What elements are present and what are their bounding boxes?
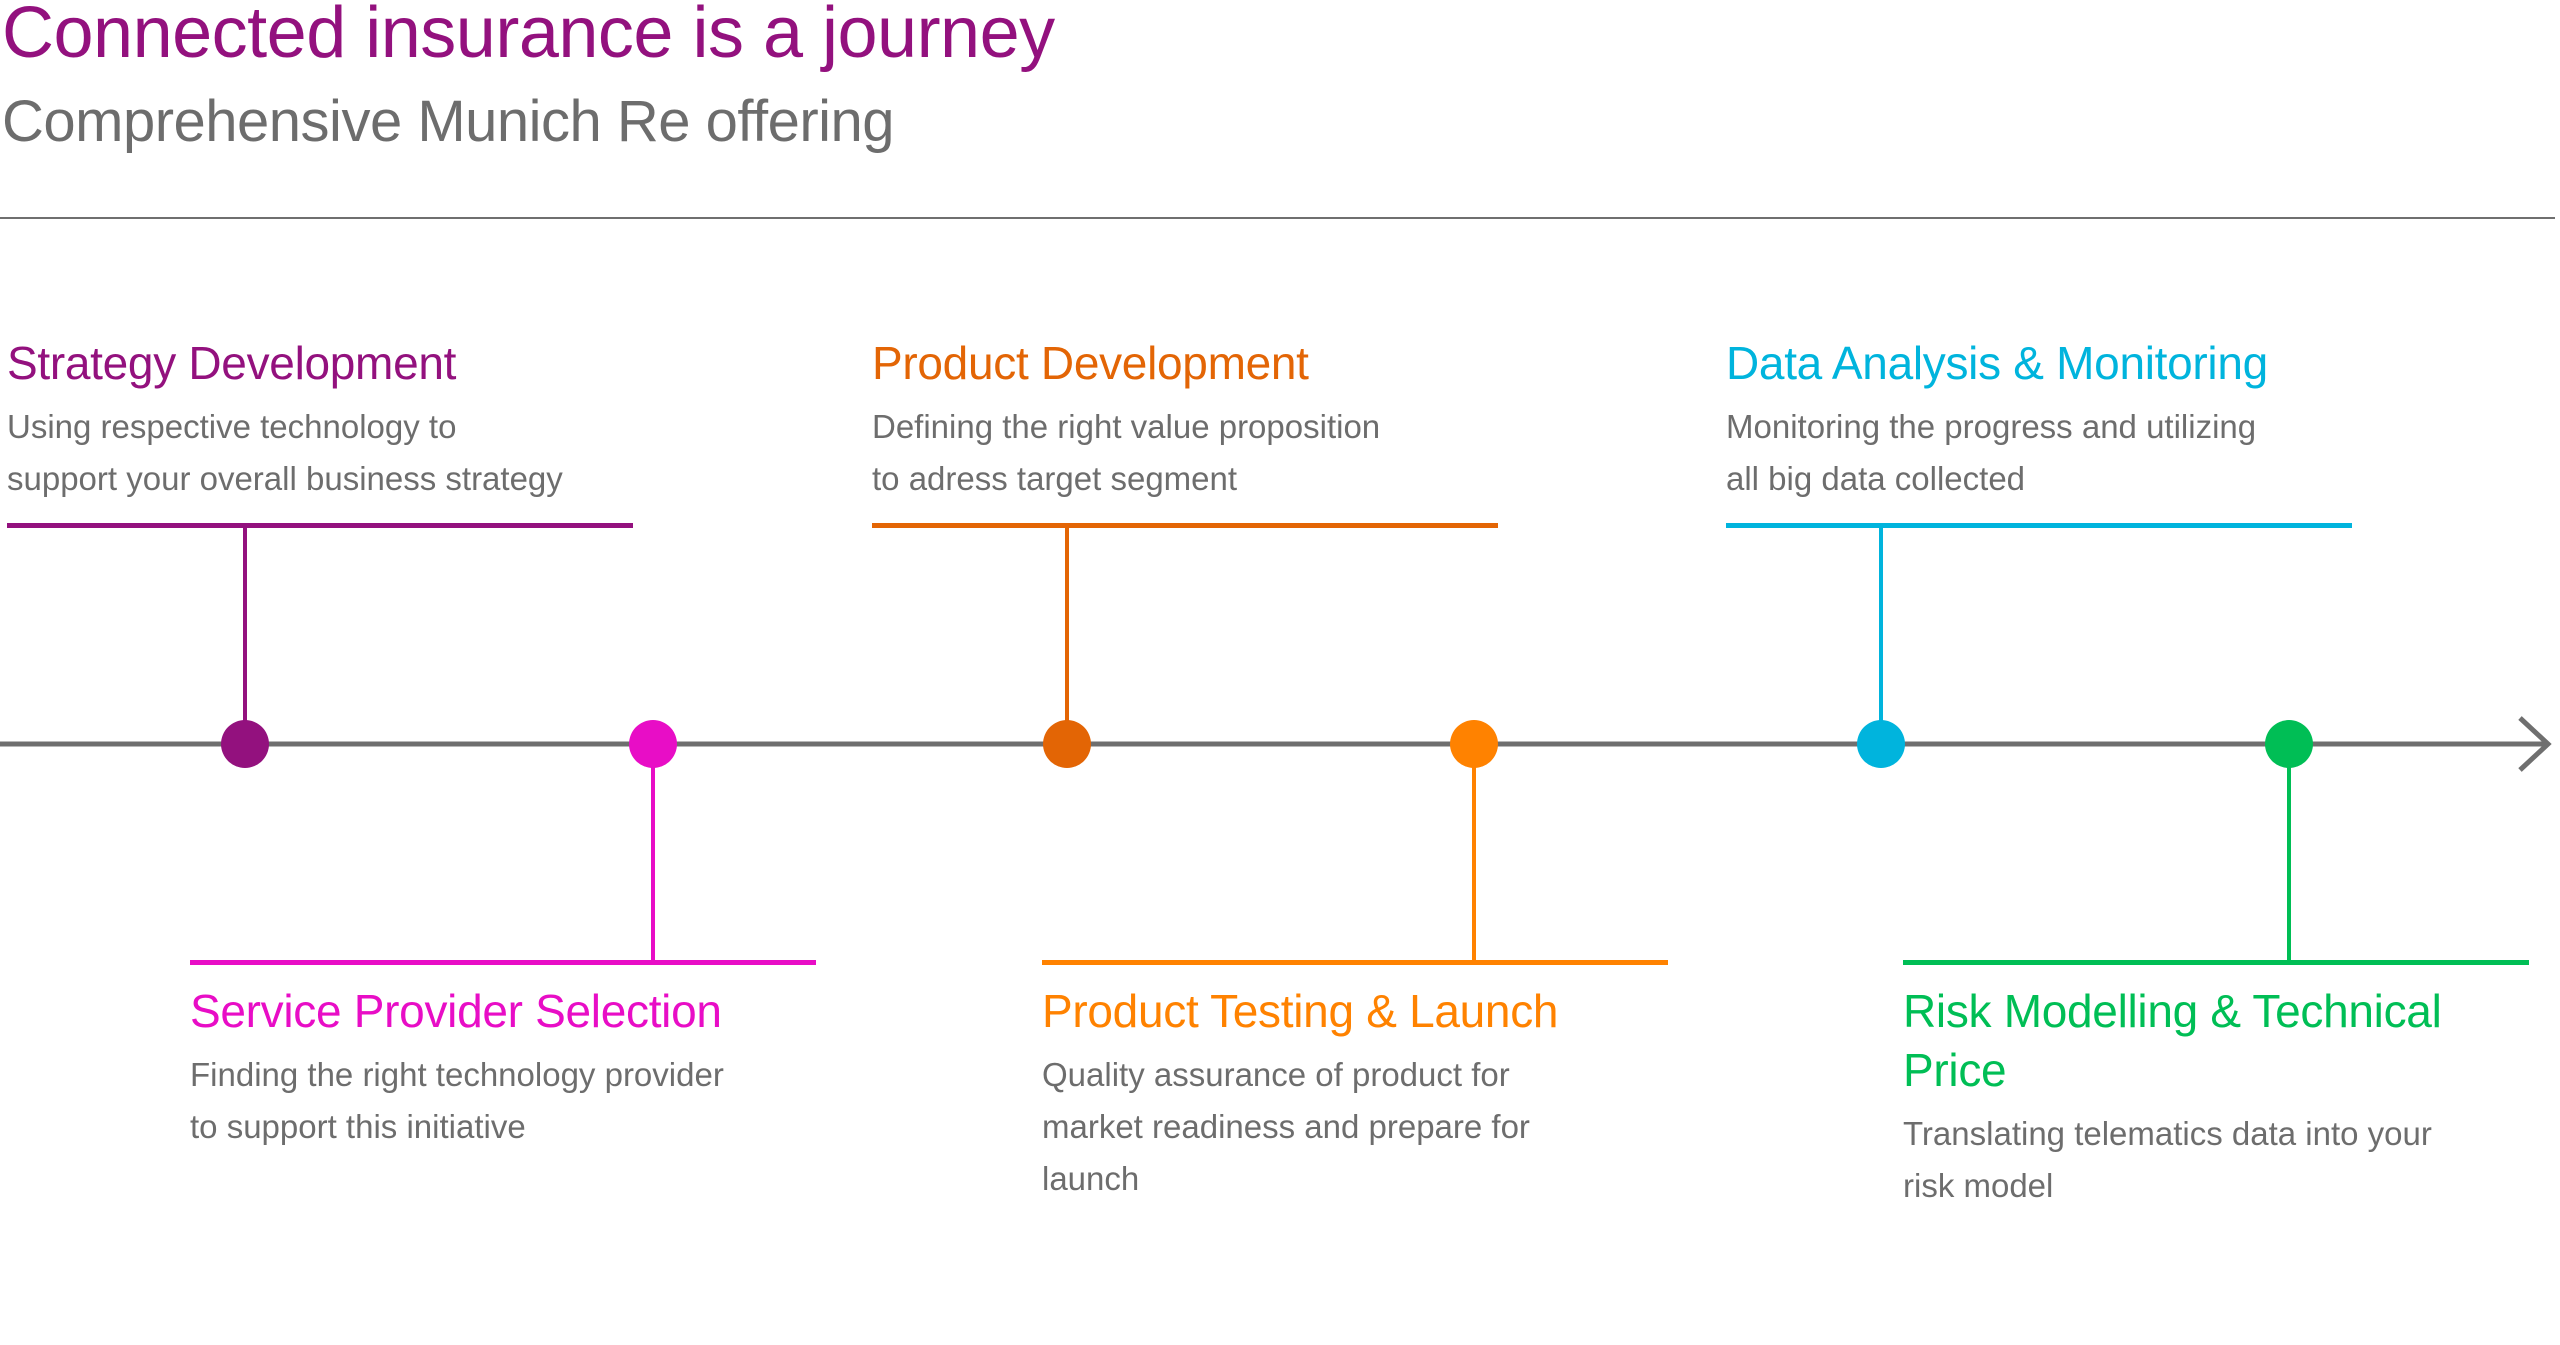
stage-bar-product-development: [872, 523, 1498, 528]
stage-description-line: Translating telematics data into your: [1903, 1115, 2432, 1152]
stage-bar-product-testing-launch: [1042, 960, 1668, 965]
stage-description-line: launch: [1042, 1160, 1140, 1197]
stage-description-line: all big data collected: [1726, 460, 2026, 497]
stage-description-line: risk model: [1903, 1167, 2054, 1204]
stage-dot-product-development: [1043, 720, 1091, 768]
stage-description-line: Monitoring the progress and utilizing: [1726, 408, 2257, 445]
stage-dot-risk-modelling-technical-price: [2265, 720, 2313, 768]
stage-connector: [1879, 523, 1883, 744]
stage-connector: [1065, 523, 1069, 744]
stage-title: Service Provider Selection: [190, 985, 722, 1037]
stage-dot-product-testing-launch: [1450, 720, 1498, 768]
stage-dot-service-provider-selection: [629, 720, 677, 768]
header-divider: [0, 217, 2555, 219]
stage-title: Risk Modelling & Technical Price: [1903, 985, 2442, 1096]
stage-connector: [651, 744, 655, 962]
stage-connector: [243, 523, 247, 744]
stage-bar-service-provider-selection: [190, 960, 816, 965]
stage-description-line: support your overall business strategy: [7, 460, 563, 497]
stage-title: Product Testing & Launch: [1042, 985, 1559, 1037]
page-subtitle: Comprehensive Munich Re offering: [2, 89, 895, 154]
page-title: Connected insurance is a journey: [2, 0, 1055, 73]
stage-description-line: Defining the right value proposition: [872, 408, 1381, 445]
stage-description-line: Finding the right technology provider: [190, 1056, 724, 1093]
stage-description-line: market readiness and prepare for: [1042, 1108, 1530, 1145]
stage-title: Strategy Development: [7, 337, 457, 389]
stage-description-line: to adress target segment: [872, 460, 1238, 497]
stage-description-line: Using respective technology to: [7, 408, 457, 445]
stage-connector: [1472, 744, 1476, 962]
stage-bar-risk-modelling-technical-price: [1903, 960, 2529, 965]
stage-bar-data-analysis-monitoring: [1726, 523, 2352, 528]
stage-title: Product Development: [872, 337, 1309, 389]
stage-dot-data-analysis-monitoring: [1857, 720, 1905, 768]
stage-dot-strategy-development: [221, 720, 269, 768]
arrow-head-icon: [2518, 716, 2552, 772]
stage-connector: [2287, 744, 2291, 962]
stage-bar-strategy-development: [7, 523, 633, 528]
stage-title: Data Analysis & Monitoring: [1726, 337, 2268, 389]
stage-description-line: Quality assurance of product for: [1042, 1056, 1510, 1093]
stage-description-line: to support this initiative: [190, 1108, 526, 1145]
